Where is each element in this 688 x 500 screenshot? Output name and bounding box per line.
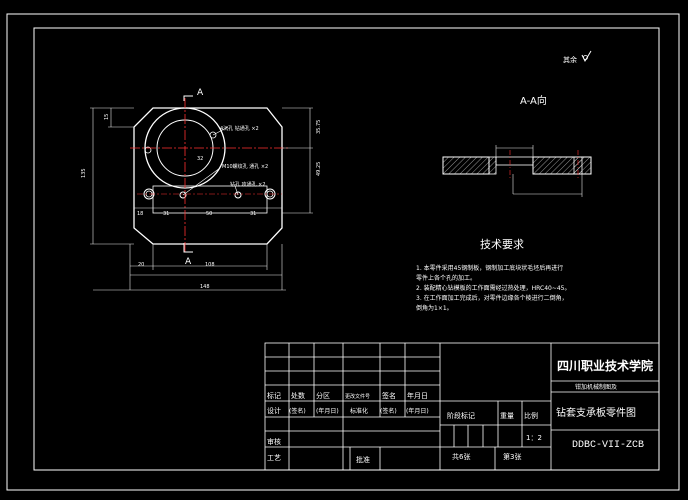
note-line-5: 倒角为1×1。 — [416, 304, 453, 312]
outer-frame — [6, 13, 680, 491]
hdr-zone: 分区 — [316, 391, 330, 400]
hole-mid-left — [179, 191, 187, 199]
design-date: (年月日) — [316, 407, 339, 415]
hole-mid-right — [234, 191, 242, 199]
section-step-left — [488, 156, 497, 175]
dim-hole-1: 18 — [137, 211, 143, 217]
cut-marker-top: A — [197, 88, 204, 98]
school-name: 四川职业技术学院 — [557, 358, 653, 373]
hdr-sign: 签名 — [382, 391, 396, 400]
hdr-date: 年月日 — [407, 391, 428, 400]
sheet-number: 第3张 — [503, 452, 521, 461]
weight-label: 重量 — [500, 412, 514, 420]
dim-right-lower: 49.25 — [316, 162, 322, 176]
std-date: (年月日) — [406, 407, 429, 415]
callout-counterbore: 4沉孔 钻通孔 ×2 — [220, 125, 259, 132]
dim-hole-3: 50 — [206, 211, 212, 217]
note-line-1: 1. 本零件采用45钢制板，钢制加工底块状毛坯后再进行 — [416, 264, 563, 272]
title-block — [264, 342, 660, 471]
roughness-icon — [581, 50, 592, 63]
title-block-text: 四川职业技术学院 钳加机械制图及 钻套支承板零件图 DDBC-VII-ZCB 标… — [267, 358, 653, 464]
drawing-number: DDBC-VII-ZCB — [572, 440, 644, 451]
callout-drill: 钻孔 攻通孔 ×2 — [230, 181, 266, 188]
scale-value: 1：2 — [526, 434, 542, 442]
pocket-outline — [152, 185, 268, 214]
plan-view: A A 4沉孔 钻通孔 ×2 M10螺纹孔 通孔 ×2 钻孔 攻通孔 ×2 — [81, 88, 322, 291]
process-label: 工艺 — [267, 454, 281, 462]
dim-center-circle: 32 — [197, 156, 203, 162]
dim-hole-4: 31 — [250, 211, 256, 217]
part-name: 钻套支承板零件图 — [556, 406, 636, 419]
technical-notes: 技术要求 1. 本零件采用45钢制板，钢制加工底块状毛坯后再进行 零件上各个孔的… — [416, 238, 571, 312]
std-label: 标准化 — [350, 407, 368, 415]
bore-small-right — [209, 131, 217, 139]
approve-label: 批准 — [356, 455, 370, 464]
callout-thread: M10螺纹孔 通孔 ×2 — [222, 163, 268, 170]
review-label: 审核 — [267, 437, 281, 446]
hdr-doc: 更改文件号 — [345, 393, 370, 400]
bore-small-left — [144, 146, 152, 154]
design-label: 设计 — [267, 406, 281, 415]
sheets-total: 共6张 — [452, 452, 470, 461]
stage-mark: 阶段标记 — [447, 411, 475, 420]
section-body-left — [442, 156, 490, 175]
dim-bottom-overall: 148 — [200, 284, 210, 290]
scale-label: 比例 — [524, 411, 538, 420]
dim-hole-2: 31 — [163, 211, 169, 217]
inner-frame — [33, 27, 660, 471]
section-view: A-A向 — [442, 94, 592, 197]
dim-bottom-mid: 108 — [205, 262, 215, 268]
note-line-3: 2. 装配精心钻模板的工作面需经过热处理，HRC40~45。 — [416, 284, 571, 292]
dim-bottom-left: 20 — [138, 262, 144, 268]
hdr-mark: 标记 — [267, 391, 281, 400]
std-sign: (签名) — [380, 407, 397, 415]
dim-left-inner: 15 — [104, 114, 110, 120]
cut-marker-bottom: A — [185, 257, 192, 267]
note-line-4: 3. 在工作面加工完成后，对零件边缘各个棱进行二倒角， — [416, 294, 568, 302]
roughness-label: 其余 — [563, 55, 577, 64]
note-line-2: 零件上各个孔的加工。 — [416, 274, 476, 282]
design-sign: (签名) — [289, 407, 306, 415]
class-name: 钳加机械制图及 — [575, 383, 617, 391]
hdr-count: 处数 — [291, 391, 305, 400]
dim-left-outer: 135 — [81, 168, 87, 178]
dim-right-upper: 35.75 — [316, 120, 322, 134]
notes-heading: 技术要求 — [480, 238, 524, 251]
section-label: A-A向 — [520, 94, 547, 107]
